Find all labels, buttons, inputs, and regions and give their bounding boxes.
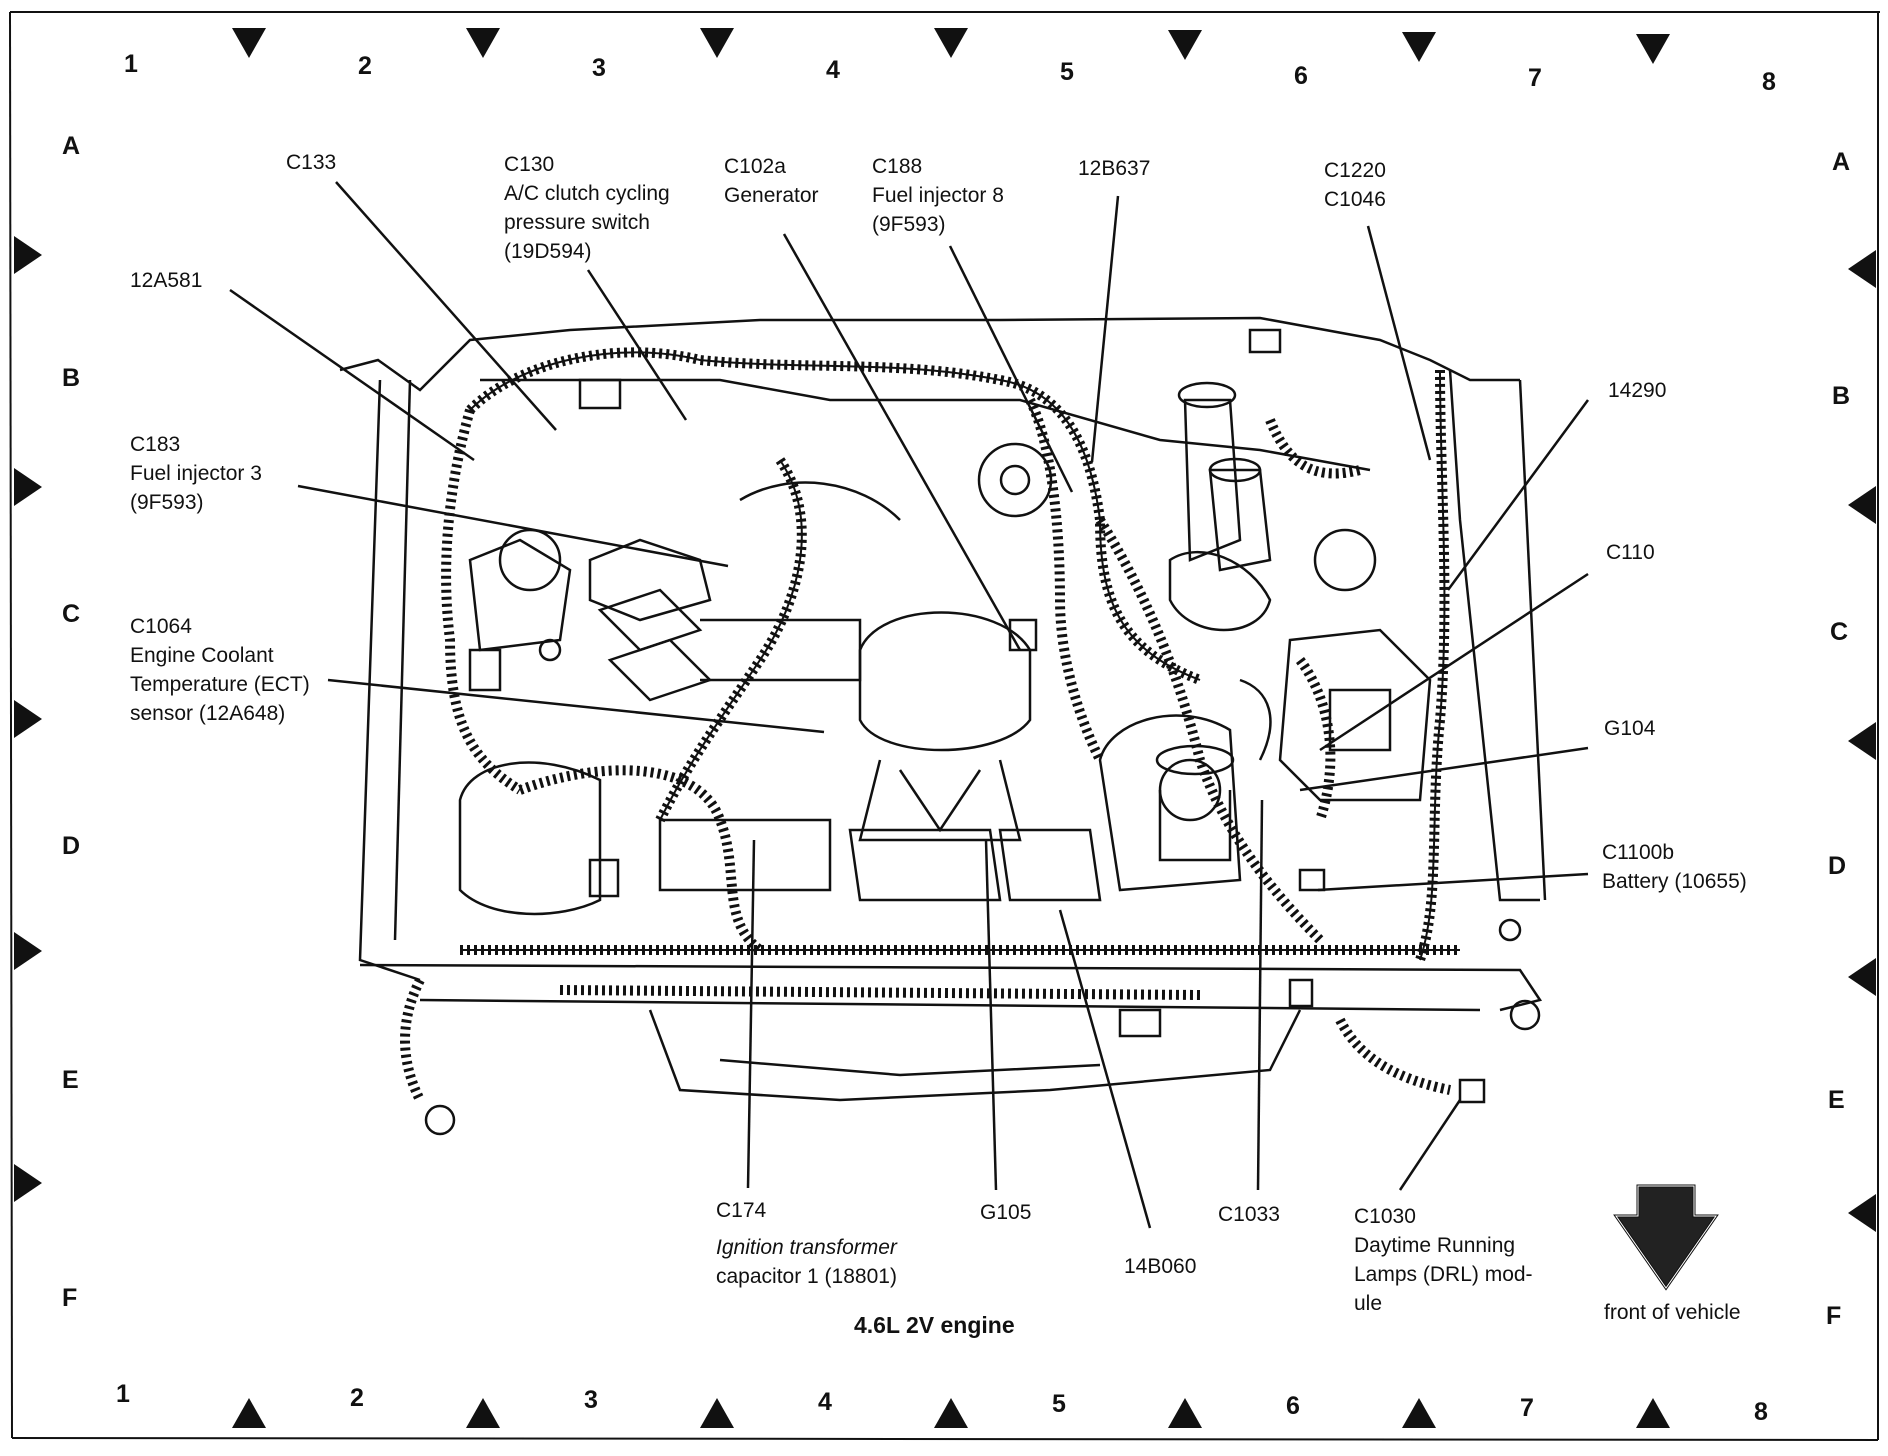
grid-row-left-c: C	[62, 600, 81, 628]
grid-col-top-1: 1	[124, 50, 138, 78]
callout-c1220: C1220 C1046	[1324, 156, 1386, 214]
grid-col-top-5: 5	[1060, 58, 1074, 86]
callout-line: ule	[1354, 1292, 1383, 1315]
callout-c133: C133	[286, 148, 336, 177]
callout-c1100b: C1100b Battery (10655)	[1602, 838, 1747, 896]
grid-col-bottom-1: 1	[116, 1380, 130, 1408]
callout-line: Engine Coolant	[130, 644, 274, 667]
front-of-vehicle-label: front of vehicle	[1604, 1298, 1741, 1327]
callout-line: C1033	[1218, 1203, 1280, 1226]
leader-lines	[229, 181, 1590, 1229]
grid-row-left-b: B	[62, 364, 81, 392]
callout-g104: G104	[1604, 714, 1655, 743]
callout-line: Daytime Running	[1354, 1234, 1516, 1257]
callout-c188: C188 Fuel injector 8 (9F593)	[872, 152, 1004, 239]
callout-line: Fuel injector 8	[872, 184, 1004, 207]
callout-line: (19D594)	[504, 240, 592, 263]
callout-line: Lamps (DRL) mod-	[1354, 1263, 1533, 1286]
callout-c1033: C1033	[1218, 1200, 1280, 1229]
grid-col-bottom-2: 2	[350, 1384, 364, 1412]
callout-line: G105	[980, 1201, 1032, 1224]
grid-col-top-4: 4	[826, 56, 840, 84]
callout-c110: C110	[1606, 538, 1655, 567]
callout-line: Battery (10655)	[1602, 870, 1747, 893]
grid-col-bottom-7: 7	[1520, 1394, 1534, 1422]
callout-12a581: 12A581	[130, 266, 202, 295]
callout-line: C1030	[1354, 1205, 1416, 1228]
grid-col-top-8: 8	[1762, 68, 1776, 96]
grid-col-bottom-4: 4	[818, 1388, 832, 1416]
grid-row-right-a: A	[1832, 148, 1851, 176]
diagram-caption: 4.6L 2V engine	[854, 1312, 1015, 1338]
callout-line: Fuel injector 3	[130, 462, 262, 485]
callout-line: G104	[1604, 717, 1656, 740]
callout-line: C133	[286, 151, 337, 174]
callout-line: C102a	[724, 155, 786, 178]
callout-c102a: C102a Generator	[724, 152, 819, 210]
grid-row-right-f: F	[1826, 1302, 1842, 1330]
callout-line: C110	[1606, 541, 1655, 564]
callout-line: front of vehicle	[1604, 1301, 1741, 1324]
callout-g105: G105	[980, 1198, 1031, 1227]
callout-line: C1100b	[1602, 841, 1675, 864]
callout-line: C1220	[1324, 159, 1386, 182]
callout-line: A/C clutch cycling	[504, 182, 670, 205]
callout-line: C1064	[130, 615, 192, 638]
grid-col-bottom-8: 8	[1754, 1398, 1768, 1426]
grid-col-top-2: 2	[358, 52, 372, 80]
grid-col-top-7: 7	[1528, 64, 1542, 92]
grid-markers	[14, 28, 1876, 1428]
callout-c1030: C1030 Daytime Running Lamps (DRL) mod- u…	[1354, 1202, 1533, 1318]
callout-line: Temperature (ECT)	[130, 673, 310, 696]
callout-line: C188	[872, 155, 923, 178]
front-arrow-icon	[1613, 1184, 1719, 1291]
callout-line: C183	[130, 433, 181, 456]
callout-line: C1046	[1324, 188, 1386, 211]
grid-col-bottom-3: 3	[584, 1386, 598, 1414]
callout-14290: 14290	[1608, 376, 1666, 405]
engine-bay-outline	[339, 316, 1547, 1102]
callout-line: 14290	[1608, 379, 1667, 402]
callout-line: Generator	[724, 184, 819, 207]
callout-line: C174	[716, 1199, 767, 1222]
grid-row-right-c: C	[1830, 618, 1849, 646]
callout-line: 12B637	[1078, 157, 1151, 180]
grid-col-top-6: 6	[1294, 62, 1308, 90]
grid-row-left-f: F	[62, 1284, 78, 1312]
grid-row-right-d: D	[1828, 852, 1847, 880]
grid-col-bottom-6: 6	[1286, 1392, 1300, 1420]
grid-row-left-a: A	[62, 132, 81, 160]
callout-line: 14B060	[1124, 1255, 1197, 1278]
grid-row-right-e: E	[1828, 1086, 1845, 1114]
callout-line: (9F593)	[130, 491, 204, 514]
callout-c1064: C1064 Engine Coolant Temperature (ECT) s…	[130, 612, 310, 728]
grid-row-right-b: B	[1832, 382, 1851, 410]
wiring-harness-edge	[460, 351, 1460, 961]
callout-line	[716, 1225, 897, 1233]
callout-c183: C183 Fuel injector 3 (9F593)	[130, 430, 262, 517]
callout-line: 12A581	[130, 269, 203, 292]
callout-line: (9F593)	[872, 213, 946, 236]
callout-line: pressure switch	[504, 211, 650, 234]
callout-14b060: 14B060	[1124, 1252, 1196, 1281]
grid-col-bottom-5: 5	[1052, 1390, 1066, 1418]
callout-line: sensor (12A648)	[130, 702, 286, 725]
callout-c130: C130 A/C clutch cycling pressure switch …	[504, 150, 670, 266]
callout-12b637: 12B637	[1078, 154, 1150, 183]
callout-line: capacitor 1 (18801)	[716, 1265, 897, 1288]
wiring-harness	[400, 347, 1460, 1103]
callout-line: C130	[504, 153, 555, 176]
callout-c174: C174 Ignition transformer capacitor 1 (1…	[716, 1196, 897, 1291]
diagram-frame	[9, 11, 1880, 1441]
grid-row-left-d: D	[62, 832, 81, 860]
engine-components	[424, 328, 1541, 1136]
callout-line: Ignition transformer	[716, 1236, 897, 1259]
grid-row-left-e: E	[62, 1066, 79, 1094]
grid-col-top-3: 3	[592, 54, 606, 82]
